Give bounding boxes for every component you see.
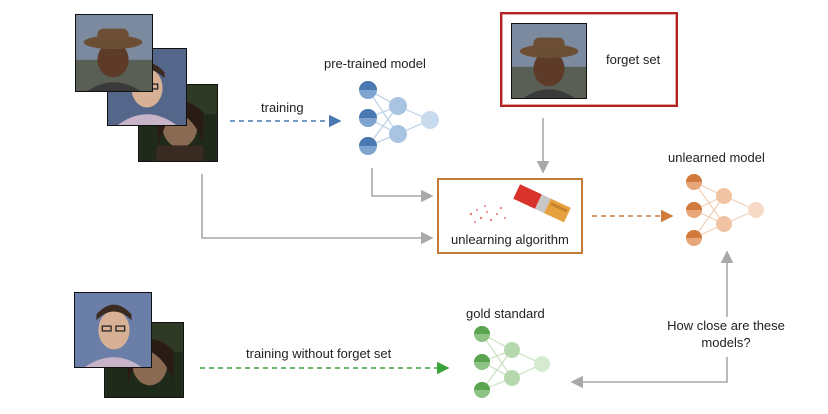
unlearned-model-label: unlearned model [668,150,765,165]
eraser-icon [469,184,571,223]
unlearning-algorithm-box: unlearning algorithm [437,178,583,254]
gold-standard-network-icon [474,326,550,398]
forget-set-box: forget set [500,12,678,107]
pretrained-network-icon [359,81,439,155]
training-label: training [261,100,304,115]
training-without-forget-label: training without forget set [246,346,392,361]
face-photo-1 [75,14,153,92]
data-to-algorithm-arrow [201,174,434,245]
unlearned-network-icon [686,174,764,246]
comparison-question: How close are these models? [664,317,788,357]
unlearning-algorithm-label: unlearning algorithm [451,232,569,247]
pretrained-model-label: pre-trained model [324,56,426,71]
gold-standard-label: gold standard [466,306,545,321]
forget-face-photo [511,23,587,99]
pretrained-to-algorithm-arrow [371,168,434,203]
forget-set-label: forget set [606,52,661,67]
face-photo-4 [74,292,152,368]
